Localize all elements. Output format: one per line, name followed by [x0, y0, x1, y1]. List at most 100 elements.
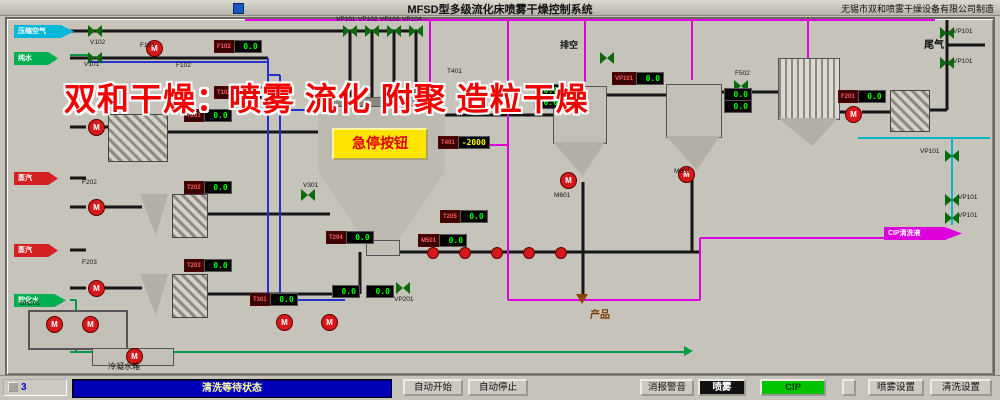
valve-vp104-icon[interactable]	[409, 25, 423, 37]
fan-motor-icon[interactable]: M	[276, 314, 293, 331]
emergency-stop-button[interactable]: 急停按钮	[332, 128, 428, 160]
valve-right-3-icon[interactable]	[945, 150, 959, 162]
page-selector[interactable]: 3	[3, 379, 67, 396]
display-value: 0.0	[203, 259, 232, 272]
title-bar: MFSD型多级流化床喷雾干燥控制系统 无锡市双和喷雾干燥设备有限公司制造	[0, 0, 1000, 16]
component-tag: VP103	[380, 16, 400, 23]
valve-v301-icon[interactable]	[301, 189, 315, 201]
component-tag: BH201	[20, 300, 40, 307]
component-tag: 冷凝水箱	[108, 362, 140, 371]
display-value: 0.0	[857, 90, 886, 103]
component-tag: VP101	[958, 212, 978, 219]
component-tag: VP101	[958, 194, 978, 201]
value-display: F102 0.0	[214, 40, 262, 53]
component-tag: F202	[82, 179, 97, 186]
window-icon	[233, 3, 244, 14]
valve-right-2-icon[interactable]	[940, 57, 954, 69]
condenser	[778, 58, 840, 120]
manufacturer-label: 无锡市双和喷雾干燥设备有限公司制造	[840, 4, 994, 14]
heater-box-3	[172, 274, 208, 318]
source-arrow: 蒸汽	[14, 244, 58, 257]
display-value: 0.0	[345, 231, 374, 244]
valve-vp103-icon[interactable]	[387, 25, 401, 37]
auto-stop-button[interactable]: 自动停止	[468, 379, 528, 396]
cip-button[interactable]: CIP	[760, 379, 826, 396]
display-value: 0.0	[439, 234, 468, 247]
fan-motor-icon[interactable]: M	[560, 172, 577, 189]
fan-motor-icon[interactable]: M	[82, 316, 99, 333]
ball-valve-icon[interactable]	[491, 247, 503, 259]
value-display: 0.0	[366, 285, 394, 298]
component-tag: VP102	[358, 16, 378, 23]
hopper-2-body	[666, 84, 722, 138]
display-value: 0.0	[233, 40, 262, 53]
fan-motor-icon[interactable]: M	[88, 119, 105, 136]
component-tag: 产品	[590, 310, 610, 321]
display-value: -2000	[457, 136, 490, 149]
fan-motor-icon[interactable]: M	[845, 106, 862, 123]
component-tag: F203	[82, 259, 97, 266]
component-tag: F102	[176, 62, 191, 69]
display-value: 0.0	[332, 285, 360, 298]
value-display: VP101 0.0	[612, 72, 665, 85]
valve-v102-icon[interactable]	[88, 25, 102, 37]
ball-valve-icon[interactable]	[427, 247, 439, 259]
display-tag: T202	[184, 181, 204, 194]
filter-box	[890, 90, 930, 132]
small-button[interactable]	[842, 379, 856, 396]
component-tag: 尾气	[924, 40, 944, 51]
display-tag: F102	[214, 40, 234, 53]
display-tag: T401	[438, 136, 458, 149]
display-tag: T204	[326, 231, 346, 244]
ball-valve-icon[interactable]	[555, 247, 567, 259]
value-display: T202 0.0	[184, 181, 232, 194]
cip-tank	[28, 310, 128, 350]
source-arrow: 软化水	[14, 294, 66, 307]
display-tag: VP101	[612, 72, 637, 85]
page-number: 3	[21, 382, 27, 393]
flow-arrow-icon	[684, 346, 693, 356]
valve-vp102-icon[interactable]	[365, 25, 379, 37]
component-tag: VP101	[920, 148, 940, 155]
component-tag: 排空	[560, 40, 579, 50]
ball-valve-icon[interactable]	[459, 247, 471, 259]
mute-alarm-button[interactable]: 消报警音	[640, 379, 694, 396]
valve-vp101-icon[interactable]	[343, 25, 357, 37]
valve-vent-icon[interactable]	[600, 52, 614, 64]
page-title: MFSD型多级流化床喷雾干燥控制系统	[407, 4, 593, 16]
source-arrow: 压缩空气	[14, 25, 74, 38]
valve-right-5-icon[interactable]	[945, 212, 959, 224]
status-message: 清洗等待状态	[72, 379, 392, 398]
spray-settings-button[interactable]: 喷雾设置	[868, 379, 924, 396]
watermark: 双和干燥：喷雾 流化 附聚 造粒干燥	[64, 81, 589, 117]
display-value: 0.0	[724, 100, 752, 113]
ball-valve-icon[interactable]	[523, 247, 535, 259]
fan-motor-icon[interactable]: M	[88, 280, 105, 297]
component-tag: VP101	[953, 58, 973, 65]
value-display: 0.0	[724, 100, 752, 113]
component-tag: VP104	[402, 16, 422, 23]
display-value: 0.0	[636, 72, 665, 85]
component-tag: VP101	[953, 28, 973, 35]
component-tag: F101	[140, 42, 155, 49]
clean-settings-button[interactable]: 清洗设置	[930, 379, 992, 396]
fan-motor-icon[interactable]: M	[46, 316, 63, 333]
display-tag: M501	[418, 234, 440, 247]
valve-right-4-icon[interactable]	[945, 194, 959, 206]
value-display: F201 0.0	[838, 90, 886, 103]
display-tag: T205	[440, 210, 460, 223]
value-display: T203 0.0	[184, 259, 232, 272]
component-tag: V301	[303, 182, 319, 189]
component-tag: VP201	[394, 296, 414, 303]
fan-motor-icon[interactable]: M	[88, 199, 105, 216]
component-tag: F502	[735, 70, 750, 77]
fan-motor-icon[interactable]: M	[321, 314, 338, 331]
spray-button[interactable]: 喷雾	[698, 379, 746, 396]
heater-box-1	[108, 114, 168, 162]
auto-start-button[interactable]: 自动开始	[403, 379, 463, 396]
component-tag: V102	[90, 39, 106, 46]
heater-box-2	[172, 194, 208, 238]
value-display: T204 0.0	[326, 231, 374, 244]
valve-vp201-icon[interactable]	[396, 282, 410, 294]
